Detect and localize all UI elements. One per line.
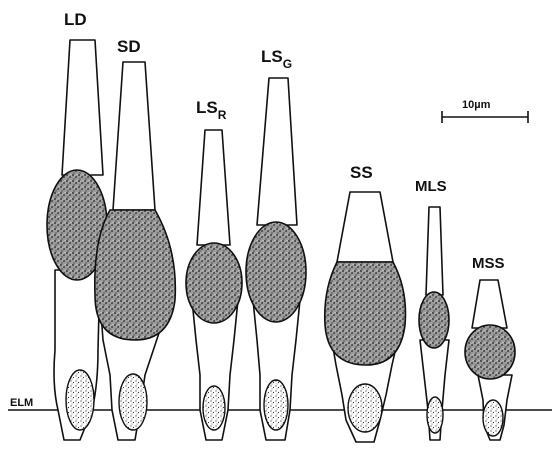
nucleus-lsg [264,380,288,430]
scale-bar: 10µm [442,99,528,123]
nucleus-ld [66,370,94,430]
label-sd: SD [117,37,141,56]
cell-lsr: LSR [186,98,242,440]
label-ss: SS [350,163,373,182]
cell-mss: MSS [465,255,515,440]
label-mls: MLS [415,178,447,195]
label-lsg: LSG [261,47,292,71]
cell-sd: SD [95,37,176,440]
label-mss: MSS [472,255,505,272]
label-lsr: LSR [196,98,227,122]
cell-mls: MLS [415,178,449,440]
cell-ss: SS [325,163,406,442]
nucleus-lsr [203,386,225,430]
nucleus-mss [483,400,503,436]
scale-bar-label: 10µm [462,99,491,111]
nucleus-ss [348,384,382,432]
cell-lsg: LSG [246,47,306,440]
nucleus-sd [119,374,147,430]
nucleus-mls [427,397,443,433]
label-ld: LD [64,10,87,29]
cell-ld: LD [47,10,107,440]
elm-label: ELM [10,397,33,409]
